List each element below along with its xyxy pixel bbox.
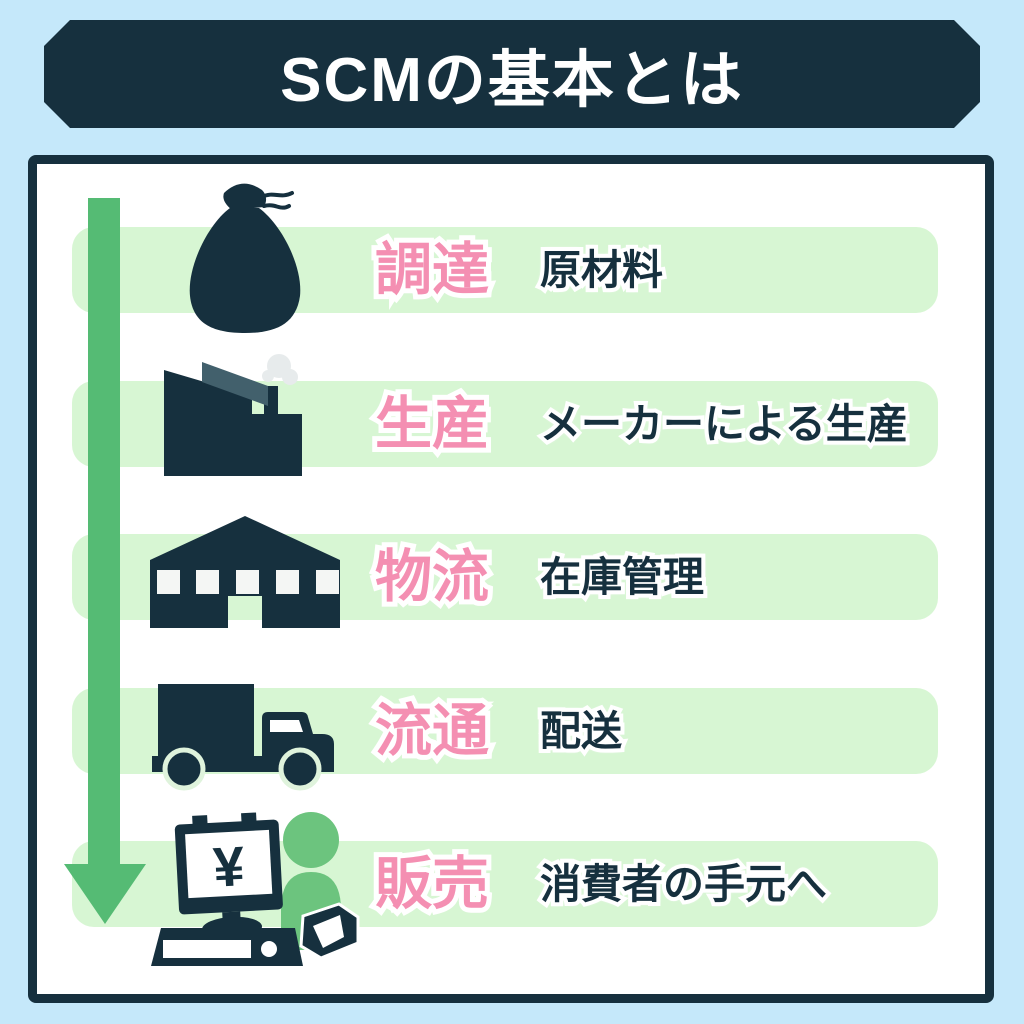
stage-label-sales: 販売 [375, 841, 489, 927]
stage-description-sales: 消費者の手元へ [540, 841, 827, 927]
stage-description-distribution: 配送 [540, 688, 622, 774]
down-arrow-icon [64, 198, 146, 924]
page-title: SCMの基本とは [280, 46, 744, 115]
stage-label-logistics: 物流 [375, 534, 489, 620]
factory-icon [164, 354, 302, 476]
sack-icon [189, 183, 301, 333]
stage-description-production: メーカーによる生産 [540, 381, 908, 467]
stage-description-logistics: 在庫管理 [540, 534, 704, 620]
stage-label-distribution: 流通 [375, 688, 489, 774]
yen-symbol: ¥ [212, 834, 246, 899]
stage-description-procurement: 原材料 [540, 227, 663, 313]
truck-icon [152, 684, 334, 791]
stage-label-procurement: 調達 [375, 227, 489, 313]
stage-label-production: 生産 [375, 381, 489, 467]
title-banner: SCMの基本とは [44, 20, 980, 128]
cash-register-icon: ¥ [151, 812, 360, 966]
warehouse-icon [150, 516, 340, 628]
